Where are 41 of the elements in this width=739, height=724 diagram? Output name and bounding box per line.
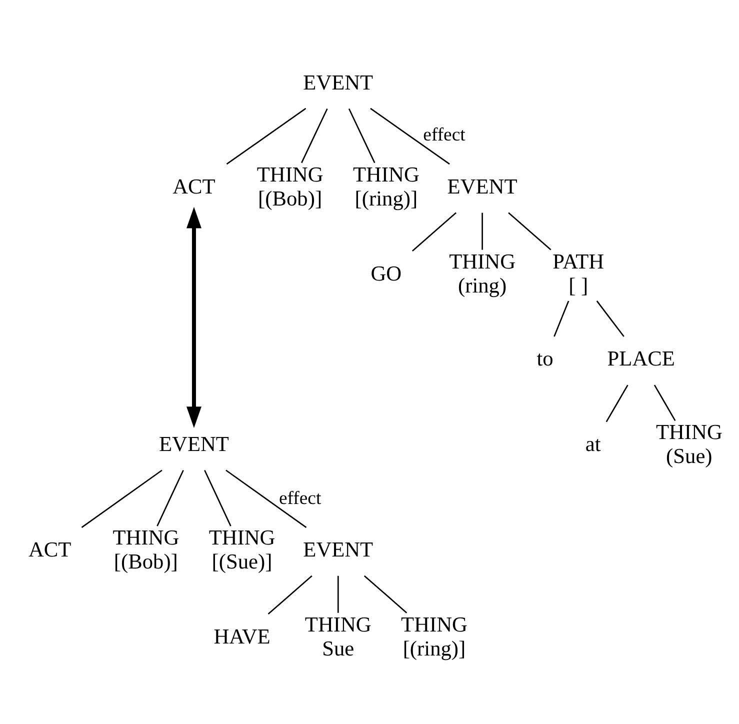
connector (226, 108, 306, 165)
node-text: EVENT (447, 174, 518, 199)
node-text: EVENT (303, 538, 374, 562)
node-text: THING [(ring)] (352, 162, 420, 211)
connector (156, 470, 184, 526)
connector (226, 470, 307, 528)
connector (554, 300, 570, 337)
node-text: GO (370, 261, 402, 286)
edge-label: effect (423, 124, 466, 146)
connector (81, 470, 162, 528)
connector (204, 470, 232, 526)
node-text: ACT (28, 538, 72, 562)
connector (301, 108, 328, 164)
connector (370, 108, 450, 165)
node-text: THING [(Sue)] (208, 526, 276, 574)
edge-label: effect (279, 488, 322, 509)
node-text: at (585, 432, 601, 456)
connector (654, 384, 676, 421)
connector (482, 212, 483, 250)
node-text: ACT (172, 174, 216, 199)
node-text: THING [(ring)] (401, 612, 468, 660)
node-text: EVENT (159, 432, 229, 456)
node-text: THING [(Bob)] (112, 526, 180, 574)
connector (348, 108, 376, 164)
node-text: PLACE (607, 346, 675, 371)
node-text: PATH [ ] (552, 249, 604, 298)
node-text: to (536, 346, 554, 371)
node-text: THING (ring) (449, 249, 516, 298)
connector (337, 576, 339, 613)
node-text: THING (Sue) (656, 420, 722, 468)
connector (596, 300, 624, 337)
connector (412, 212, 456, 252)
connector (508, 212, 552, 250)
node-text: THING [(Bob)] (256, 162, 324, 211)
arrow (186, 206, 202, 428)
connector (364, 575, 408, 614)
connector (268, 575, 312, 615)
node-text: EVENT (303, 70, 374, 94)
node-text: HAVE (214, 624, 270, 648)
connector (606, 384, 628, 422)
node-text: THING Sue (304, 612, 372, 660)
